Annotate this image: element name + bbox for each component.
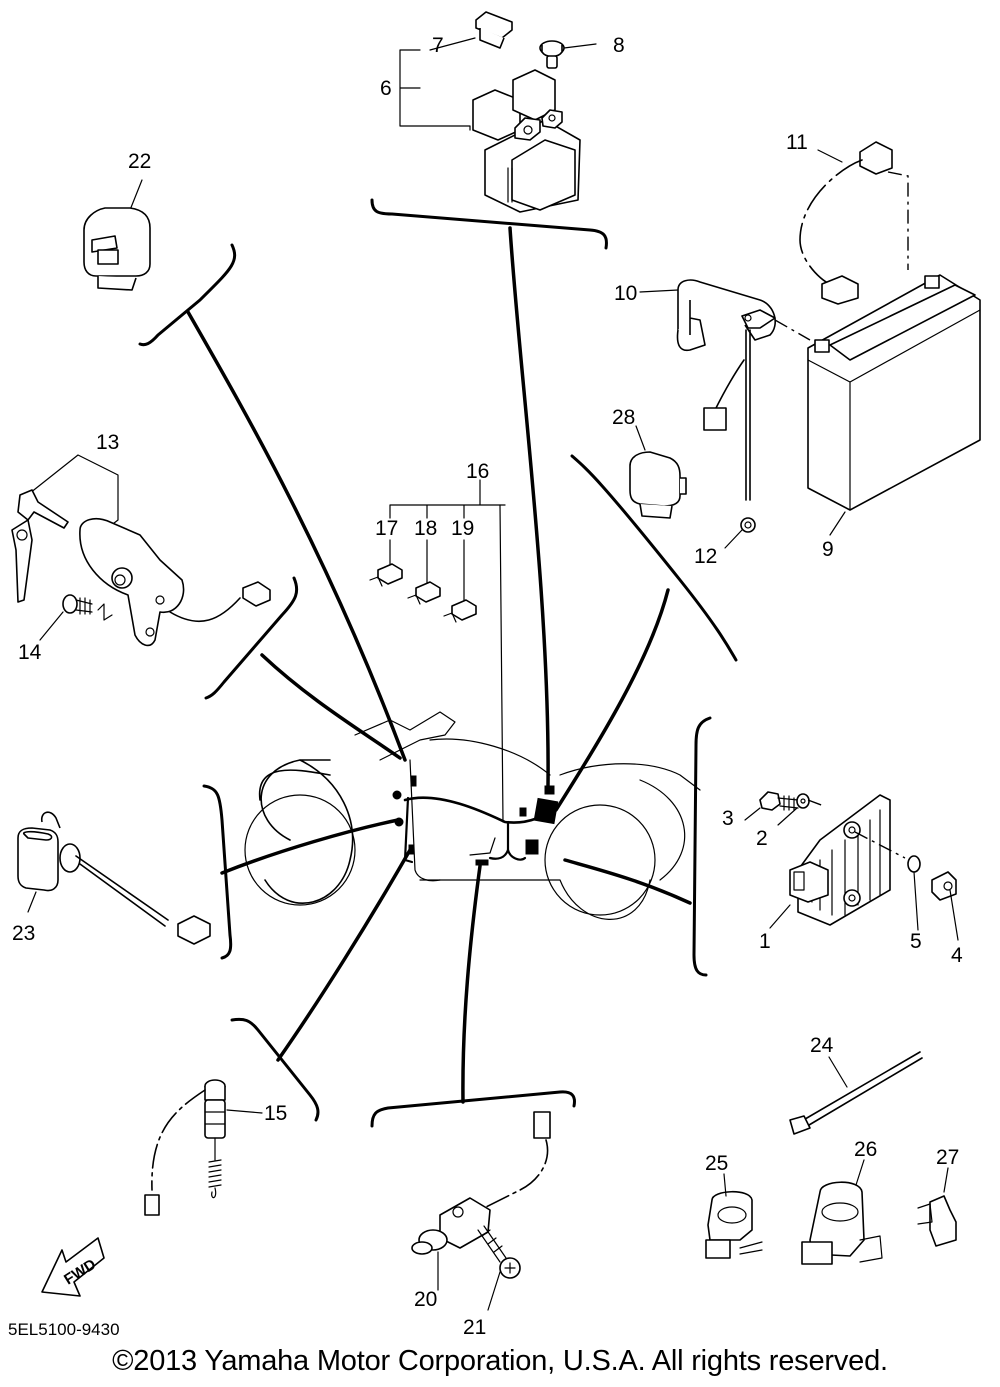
callout-12: 12 <box>694 545 717 568</box>
fuse-part-17 <box>369 563 403 587</box>
bolt-part-3 <box>744 791 799 821</box>
leader-lines <box>186 226 692 1104</box>
washer-part-5 <box>907 855 921 931</box>
callout-2: 2 <box>756 827 768 850</box>
callout-21: 21 <box>463 1316 486 1339</box>
cable-tie-part-24 <box>789 1051 923 1135</box>
callout-14: 14 <box>18 641 42 664</box>
callout-19: 19 <box>451 517 474 540</box>
rectifier-group <box>744 791 959 941</box>
starter-relay-group <box>399 11 597 213</box>
keys <box>11 489 69 603</box>
clamp-part-26 <box>801 1159 883 1265</box>
callout-11: 11 <box>786 131 808 154</box>
fuse-part-19 <box>443 599 477 623</box>
fuse-set-group <box>369 479 506 623</box>
forward-direction-arrow: FWD <box>41 1237 105 1297</box>
bolt-part-8 <box>539 40 597 69</box>
callout-10: 10 <box>614 282 637 305</box>
callout-7: 7 <box>432 34 444 57</box>
screw-part-21 <box>477 1225 521 1311</box>
callout-1: 1 <box>759 930 771 953</box>
callout-18: 18 <box>414 517 437 540</box>
relay-part-22 <box>83 179 151 291</box>
callout-4: 4 <box>951 944 963 967</box>
clamp-part-25 <box>705 1173 763 1259</box>
callout-24: 24 <box>810 1034 834 1057</box>
callout-23: 23 <box>12 922 35 945</box>
callout-16: 16 <box>466 460 489 483</box>
callout-17: 17 <box>375 517 398 540</box>
ground-lead-part-12 <box>703 309 811 549</box>
callout-labels: 1 2 3 4 5 6 7 8 9 10 11 12 13 14 15 16 1… <box>12 34 963 1339</box>
motorcycle-silhouette <box>244 711 701 920</box>
callout-22: 22 <box>128 150 151 173</box>
screw-part-14 <box>39 594 113 641</box>
wire-harness <box>392 775 559 866</box>
callout-20: 20 <box>414 1288 437 1311</box>
group-braces <box>138 198 738 1128</box>
fuse-part-7 <box>475 11 513 49</box>
callout-25: 25 <box>705 1152 728 1175</box>
clamp-part-27 <box>917 1167 957 1247</box>
sensor-part-23 <box>17 811 211 945</box>
callout-3: 3 <box>722 807 734 830</box>
callout-9: 9 <box>822 538 834 561</box>
callout-26: 26 <box>854 1138 877 1161</box>
diagram-code: 5EL5100-9430 <box>8 1320 120 1339</box>
battery-lead-part-11 <box>799 141 909 305</box>
rectifier-part-1 <box>769 794 891 929</box>
callout-13: 13 <box>96 431 119 454</box>
callout-27: 27 <box>936 1146 959 1169</box>
copyright-notice: ©2013 Yamaha Motor Corporation, U.S.A. A… <box>112 1345 888 1377</box>
callout-28: 28 <box>612 406 635 429</box>
battery-group <box>629 141 981 549</box>
battery-part-9 <box>807 274 981 536</box>
washer-part-2 <box>777 793 810 826</box>
starter-relay-part-6 <box>472 69 581 213</box>
callout-8: 8 <box>613 34 625 57</box>
callout-6: 6 <box>380 77 392 100</box>
callout-5: 5 <box>910 930 922 953</box>
main-switch-group <box>11 454 271 647</box>
relay-part-28 <box>629 425 687 519</box>
fuse-part-18 <box>407 581 441 605</box>
neutral-switch-part-20 <box>411 1111 551 1291</box>
callout-15: 15 <box>264 1102 287 1125</box>
nut-part-4 <box>931 871 959 941</box>
brake-switch-part-15 <box>144 1079 263 1216</box>
